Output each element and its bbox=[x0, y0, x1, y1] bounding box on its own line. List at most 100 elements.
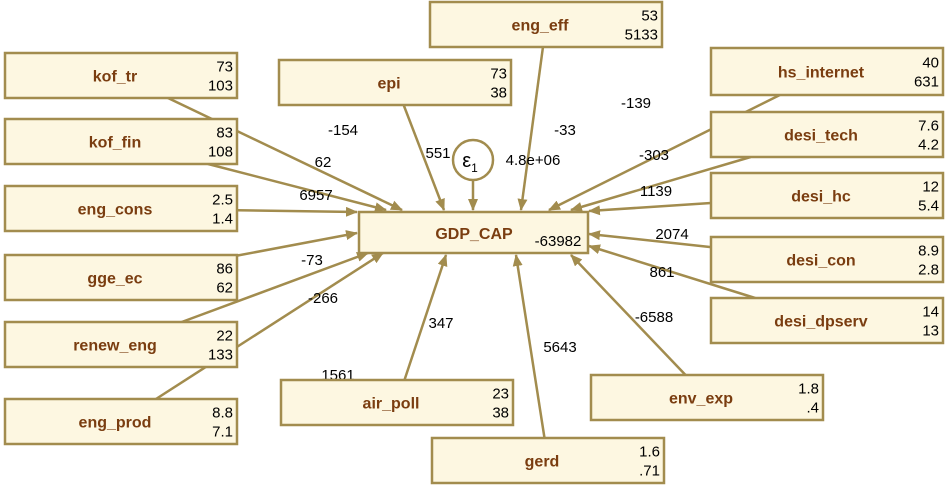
node-mean: 40 bbox=[922, 55, 939, 72]
node-name: gge_ec bbox=[87, 271, 142, 288]
coef-desi_dpserv: 861 bbox=[649, 264, 674, 281]
edge-desi_hc bbox=[588, 201, 712, 216]
node-mean: 2.5 bbox=[212, 192, 233, 209]
node-name: desi_tech bbox=[784, 128, 858, 145]
node-hs_internet: hs_internet 40 631 bbox=[709, 46, 945, 97]
node-mean: 23 bbox=[492, 386, 509, 403]
node-variance: .4 bbox=[806, 400, 819, 417]
node-variance: 108 bbox=[208, 144, 233, 161]
node-name: hs_internet bbox=[778, 65, 865, 82]
node-mean: 73 bbox=[490, 66, 507, 83]
node-env_exp: env_exp 1.8 .4 bbox=[589, 373, 825, 422]
node-mean: 86 bbox=[216, 261, 233, 278]
node-name: gerd bbox=[525, 454, 560, 471]
coef-epi: 551 bbox=[425, 145, 450, 162]
edge-kof_tr bbox=[167, 96, 403, 212]
node-mean: 7.6 bbox=[918, 118, 939, 135]
edge-env_exp bbox=[570, 254, 687, 376]
edge-epi bbox=[402, 104, 446, 211]
node-mean: 8.8 bbox=[212, 405, 233, 422]
coef-kof_tr: -154 bbox=[328, 122, 358, 139]
node-mean: 8.9 bbox=[918, 243, 939, 260]
edge-eng_eff bbox=[517, 46, 545, 211]
node-kof_fin: kof_fin 83 108 bbox=[3, 117, 239, 166]
node-kof_tr: kof_tr 73 103 bbox=[3, 51, 239, 100]
node-mean: 73 bbox=[216, 59, 233, 76]
node-epi: epi 73 38 bbox=[277, 58, 513, 107]
node-gerd: gerd 1.6 .71 bbox=[430, 436, 666, 485]
coef-hs_internet: -139 bbox=[621, 95, 651, 112]
node-eng_cons: eng_cons 2.5 1.4 bbox=[3, 184, 239, 233]
outcome-name: GDP_CAP bbox=[435, 226, 513, 243]
node-name: renew_eng bbox=[73, 338, 157, 355]
coef-renew_eng: -266 bbox=[308, 290, 338, 307]
coef-eng_cons: 6957 bbox=[299, 187, 332, 204]
outcome-intercept: -63982 bbox=[535, 233, 582, 250]
edge-kof_fin bbox=[207, 162, 387, 213]
coef-env_exp: -6588 bbox=[635, 309, 673, 326]
edge-desi_dpserv bbox=[588, 244, 756, 300]
coef-gerd: 5643 bbox=[543, 339, 576, 356]
node-mean: 12 bbox=[922, 179, 939, 196]
node-variance: 38 bbox=[492, 405, 509, 422]
node-desi_con: desi_con 8.9 2.8 bbox=[709, 235, 945, 284]
outcome-node-gdp-cap: GDP_CAP bbox=[357, 210, 590, 255]
edge-gge_ec bbox=[236, 230, 358, 257]
node-mean: 83 bbox=[216, 125, 233, 142]
node-name: kof_fin bbox=[89, 135, 141, 152]
edge-eng_prod bbox=[155, 251, 384, 401]
node-variance: 13 bbox=[922, 323, 939, 340]
node-mean: 1.8 bbox=[798, 381, 819, 398]
coef-kof_fin: 62 bbox=[315, 154, 332, 171]
node-variance: .71 bbox=[639, 463, 660, 480]
coef-eng_eff: -33 bbox=[554, 122, 576, 139]
node-variance: 103 bbox=[208, 78, 233, 95]
node-eng_eff: eng_eff 53 5133 bbox=[428, 0, 664, 49]
node-name: epi bbox=[377, 76, 400, 93]
coef-desi_con: 2074 bbox=[655, 226, 688, 243]
node-variance: 62 bbox=[216, 280, 233, 297]
coef-desi_hc: 1139 bbox=[640, 183, 672, 200]
node-variance: 5.4 bbox=[918, 198, 939, 215]
coef-air_poll: 347 bbox=[428, 315, 453, 332]
node-air_poll: air_poll 23 38 bbox=[279, 378, 515, 427]
edge-gerd bbox=[512, 254, 546, 439]
node-name: desi_con bbox=[786, 253, 855, 270]
error-variance: 4.8e+06 bbox=[506, 152, 561, 169]
node-variance: 5133 bbox=[625, 27, 658, 44]
error-term: ε1 bbox=[451, 138, 495, 182]
node-name: eng_cons bbox=[78, 202, 153, 219]
node-gge_ec: gge_ec 86 62 bbox=[3, 253, 239, 302]
node-name: kof_tr bbox=[93, 69, 137, 86]
edge-air_poll bbox=[403, 254, 448, 381]
node-variance: 7.1 bbox=[212, 424, 233, 441]
coef-gge_ec: -73 bbox=[301, 252, 323, 269]
edge-desi_con bbox=[588, 230, 712, 249]
node-mean: 14 bbox=[922, 304, 939, 321]
node-variance: 1.4 bbox=[212, 211, 233, 228]
edge-desi_tech bbox=[570, 155, 752, 212]
node-desi_dpserv: desi_dpserv 14 13 bbox=[709, 296, 945, 345]
node-variance: 2.8 bbox=[918, 262, 939, 279]
node-variance: 38 bbox=[490, 85, 507, 102]
node-mean: 1.6 bbox=[639, 444, 660, 461]
node-name: desi_dpserv bbox=[774, 314, 867, 331]
node-renew_eng: renew_eng 22 133 bbox=[3, 320, 239, 369]
node-name: desi_hc bbox=[791, 189, 851, 206]
node-name: eng_eff bbox=[512, 18, 570, 35]
node-name: air_poll bbox=[363, 396, 420, 413]
node-mean: 22 bbox=[216, 328, 233, 345]
node-variance: 631 bbox=[914, 74, 939, 91]
node-variance: 133 bbox=[208, 347, 233, 364]
node-variance: 4.2 bbox=[918, 137, 939, 154]
error-symbol: ε1 bbox=[462, 150, 478, 175]
edge-eng_cons bbox=[236, 206, 358, 217]
node-name: env_exp bbox=[669, 391, 733, 408]
coef-desi_tech: -303 bbox=[639, 147, 669, 164]
node-mean: 53 bbox=[641, 8, 658, 25]
node-desi_hc: desi_hc 12 5.4 bbox=[709, 171, 945, 220]
node-desi_tech: desi_tech 7.6 4.2 bbox=[709, 110, 945, 159]
edge-renew_eng bbox=[181, 251, 369, 324]
